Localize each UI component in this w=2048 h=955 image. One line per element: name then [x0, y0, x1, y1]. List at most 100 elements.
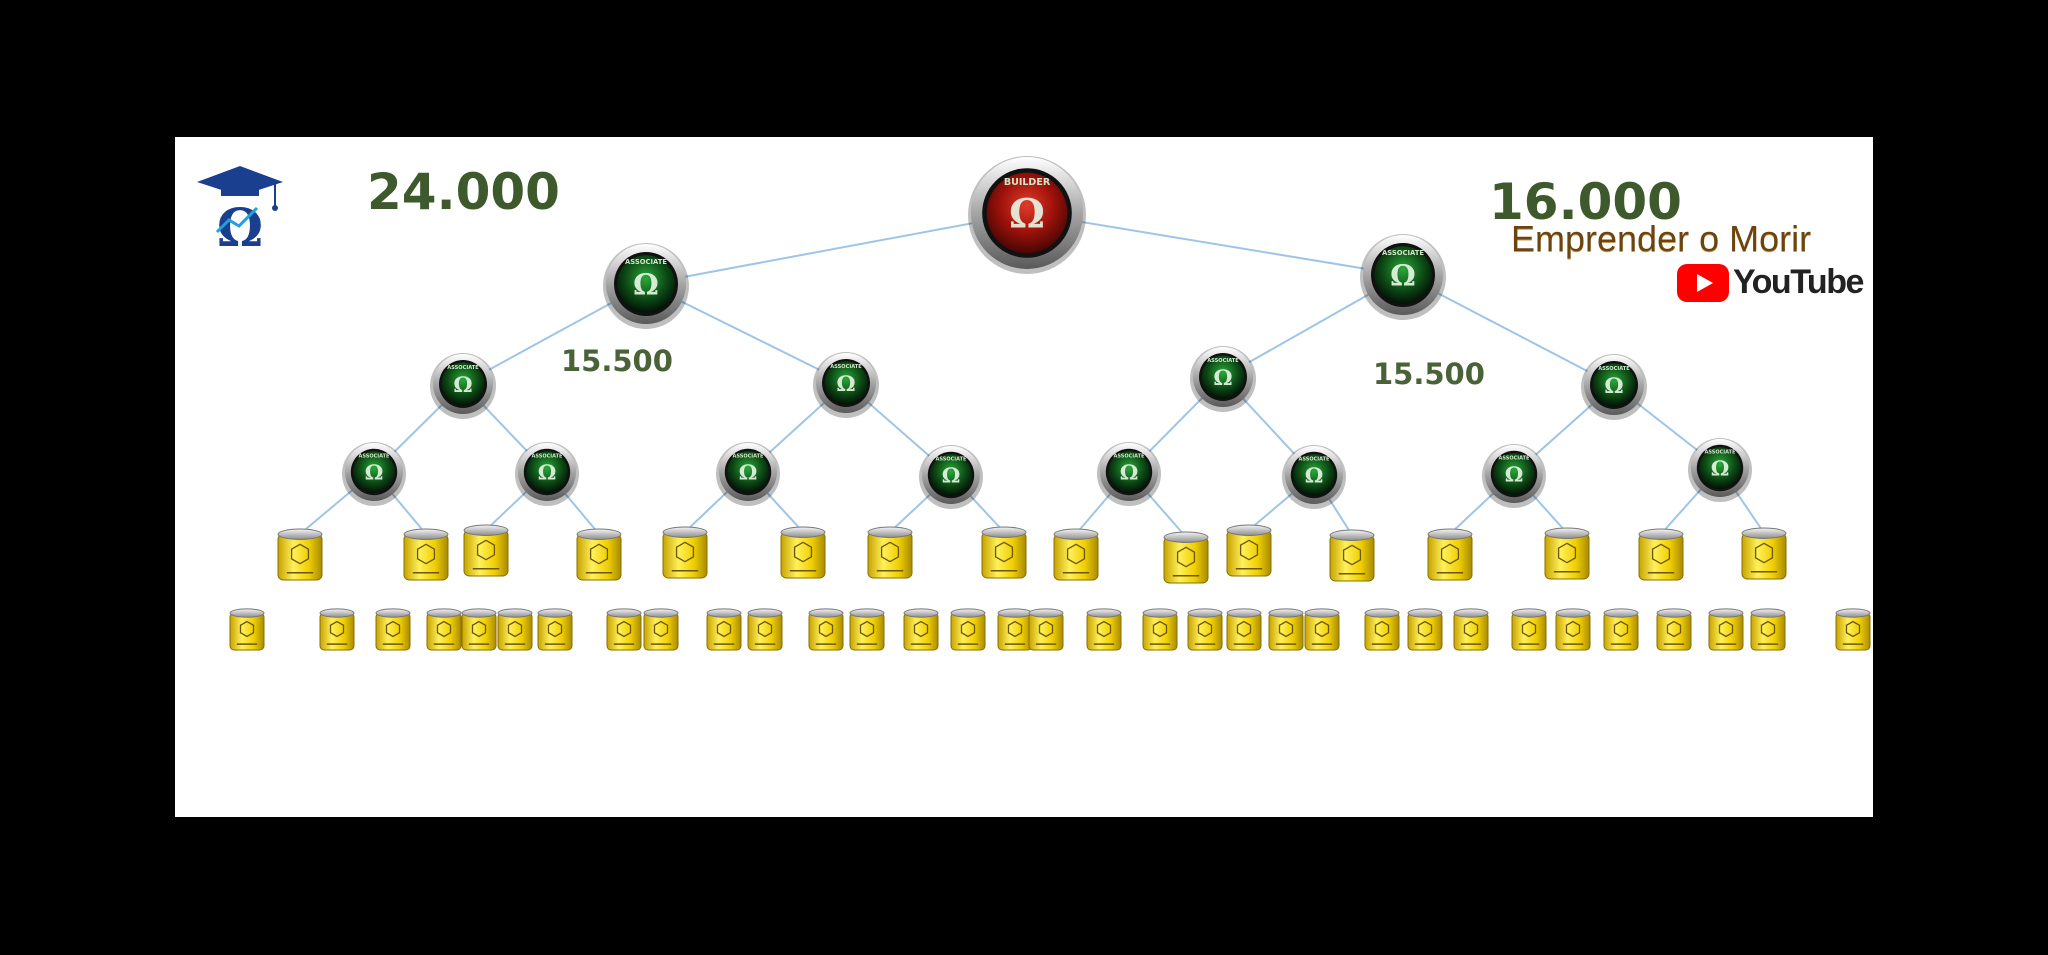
associate-badge-icon: Ω ASSOCIATE	[1581, 354, 1647, 420]
member-can-icon	[229, 608, 265, 651]
svg-text:Ω: Ω	[836, 372, 855, 397]
svg-text:ASSOCIATE: ASSOCIATE	[1499, 456, 1531, 462]
svg-text:Ω: Ω	[365, 460, 384, 485]
member-can-icon	[1226, 524, 1272, 577]
youtube-label: YouTube	[1733, 263, 1864, 301]
channel-name: Emprender o Morir	[1511, 218, 1812, 259]
member-can-icon	[1656, 608, 1692, 651]
member-can-icon	[1163, 531, 1209, 584]
svg-text:BUILDER: BUILDER	[1004, 177, 1051, 188]
svg-text:ASSOCIATE: ASSOCIATE	[359, 454, 391, 460]
youtube-play-icon	[1677, 263, 1729, 302]
associate-badge-icon: Ω ASSOCIATE	[430, 353, 496, 419]
member-can-icon	[1638, 528, 1684, 581]
member-can-icon	[1427, 528, 1473, 581]
member-can-icon	[463, 524, 509, 577]
member-can-icon	[576, 528, 622, 581]
member-can-icon	[1835, 608, 1871, 651]
member-can-icon	[461, 608, 497, 651]
connector-line	[645, 212, 1028, 285]
youtube-brand: YouTube	[1677, 263, 1864, 302]
member-can-icon	[319, 608, 355, 651]
left-total-value: 24.000	[367, 163, 560, 221]
svg-text:Ω: Ω	[1390, 258, 1416, 292]
member-can-icon	[1750, 608, 1786, 651]
svg-text:ASSOCIATE: ASSOCIATE	[1382, 249, 1424, 257]
svg-text:Ω: Ω	[1604, 374, 1623, 399]
associate-badge-icon: Ω ASSOCIATE	[813, 352, 879, 418]
member-can-icon	[1544, 527, 1590, 580]
member-can-icon	[706, 608, 742, 651]
svg-text:ASSOCIATE: ASSOCIATE	[532, 454, 564, 460]
omega-graduation-logo-icon: Ω	[197, 166, 283, 250]
builder-badge-icon: Ω BUILDER	[968, 156, 1086, 274]
member-can-icon	[497, 608, 533, 651]
svg-text:Ω: Ω	[1120, 460, 1139, 485]
associate-badge-icon: Ω ASSOCIATE	[1190, 346, 1256, 412]
svg-text:ASSOCIATE: ASSOCIATE	[1598, 366, 1630, 372]
svg-text:ASSOCIATE: ASSOCIATE	[625, 258, 667, 266]
member-can-icon	[643, 608, 679, 651]
member-can-icon	[1329, 529, 1375, 582]
svg-text:ASSOCIATE: ASSOCIATE	[1705, 450, 1737, 456]
member-can-icon	[849, 608, 885, 651]
member-can-icon	[1086, 608, 1122, 651]
svg-text:ASSOCIATE: ASSOCIATE	[447, 365, 479, 371]
member-can-icon	[780, 526, 826, 579]
member-can-icon	[1511, 608, 1547, 651]
member-can-icon	[1304, 608, 1340, 651]
member-can-icon	[403, 528, 449, 581]
right-subtotal-value: 15.500	[1373, 357, 1485, 391]
svg-text:Ω: Ω	[538, 460, 557, 485]
member-can-icon	[1142, 608, 1178, 651]
member-can-icon	[1741, 527, 1787, 580]
member-can-icon	[1555, 608, 1591, 651]
member-can-icon	[867, 526, 913, 579]
svg-text:Ω: Ω	[1009, 190, 1045, 238]
svg-text:Ω: Ω	[453, 373, 472, 398]
connector-line	[1026, 212, 1404, 276]
svg-text:Ω: Ω	[739, 460, 758, 485]
member-can-icon	[1226, 608, 1262, 651]
member-can-icon	[1453, 608, 1489, 651]
member-can-icon	[1603, 608, 1639, 651]
svg-text:Ω: Ω	[633, 267, 659, 301]
member-can-icon	[950, 608, 986, 651]
member-can-icon	[981, 526, 1027, 579]
member-can-icon	[1708, 608, 1744, 651]
svg-text:Ω: Ω	[942, 463, 961, 488]
member-can-icon	[1364, 608, 1400, 651]
svg-text:ASSOCIATE: ASSOCIATE	[1207, 358, 1239, 364]
svg-text:ASSOCIATE: ASSOCIATE	[733, 454, 765, 460]
member-can-icon	[277, 528, 323, 581]
svg-text:Ω: Ω	[1711, 456, 1730, 481]
member-can-icon	[808, 608, 844, 651]
svg-text:Ω: Ω	[1213, 366, 1232, 391]
svg-text:ASSOCIATE: ASSOCIATE	[830, 364, 862, 370]
member-can-icon	[375, 608, 411, 651]
member-can-icon	[1187, 608, 1223, 651]
member-can-icon	[903, 608, 939, 651]
right-total-value: 16.000	[1489, 173, 1682, 231]
svg-text:ASSOCIATE: ASSOCIATE	[1299, 457, 1331, 463]
member-can-icon	[1268, 608, 1304, 651]
member-can-icon	[606, 608, 642, 651]
member-can-icon	[662, 526, 708, 579]
member-can-icon	[1407, 608, 1443, 651]
member-can-icon	[1053, 528, 1099, 581]
svg-text:Ω: Ω	[1505, 462, 1524, 487]
left-subtotal-value: 15.500	[561, 344, 673, 378]
